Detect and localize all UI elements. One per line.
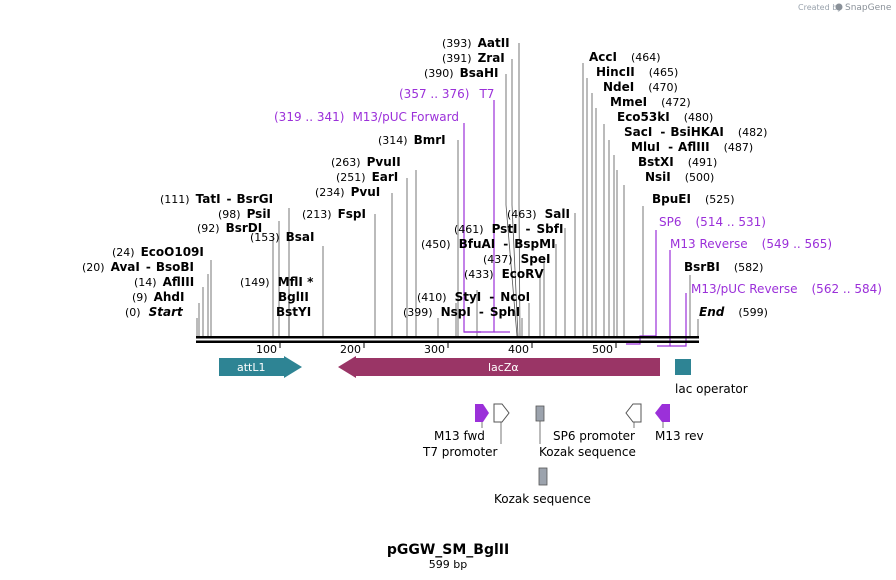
snapgene-logo-icon bbox=[835, 3, 843, 11]
enzyme-bmri: (314)BmrI bbox=[378, 133, 446, 147]
m13-rev-arrow-icon bbox=[655, 404, 670, 422]
lacz-feature bbox=[338, 356, 660, 378]
enzyme-bsrdi: (92)BsrDI bbox=[197, 221, 262, 235]
attl1-label: attL1 bbox=[237, 361, 266, 374]
enzyme-psti: (461)PstI-SbfI bbox=[454, 222, 563, 236]
enzyme-bsahi: (390)BsaHI bbox=[424, 66, 499, 80]
sp6-promoter-arrow-icon bbox=[625, 403, 642, 423]
primer-sp6: SP6(514 .. 531) bbox=[659, 215, 766, 229]
enzyme-start: (0)Start bbox=[125, 305, 184, 319]
enzyme-pvuii: (263)PvuII bbox=[331, 155, 401, 169]
enzyme-tati: (111)TatI-BsrGI bbox=[160, 192, 273, 206]
lac-operator-label: lac operator bbox=[675, 382, 748, 396]
enzyme-mmei: MmeI(472) bbox=[610, 95, 691, 109]
lac-operator-feature bbox=[675, 359, 691, 375]
enzyme-avai: (20)AvaI-BsoBI bbox=[82, 260, 194, 274]
enzyme-bsrbi: BsrBI(582) bbox=[684, 260, 763, 274]
t7-promoter-label: T7 promoter bbox=[422, 445, 498, 459]
ruler-tick: 400 bbox=[508, 343, 529, 356]
t7-promoter-arrow-icon bbox=[493, 403, 510, 423]
enzyme-pvui: (234)PvuI bbox=[315, 185, 380, 199]
enzyme-psii: (98)PsiI bbox=[218, 207, 271, 221]
kozak-sequence-feature bbox=[538, 467, 548, 486]
enzyme-end: End(599) bbox=[699, 305, 768, 319]
enzyme-zrai: (391)ZraI bbox=[442, 51, 505, 65]
features: attL1 lacZα lac operator M13 fwd T7 prom… bbox=[219, 356, 748, 506]
enzyme-hincii: HincII(465) bbox=[596, 65, 678, 79]
enzyme-ecorv: (433)EcoRV bbox=[464, 267, 544, 281]
kozak-sequence-label: Kozak sequence bbox=[539, 445, 636, 459]
enzyme-bstyi: BstYI bbox=[276, 305, 311, 319]
enzyme-sali: (463)SalI bbox=[507, 207, 570, 221]
enzyme-afliii-14: (14)AflIII bbox=[134, 275, 194, 289]
enzyme-nspi: (399)NspI-SphI bbox=[403, 305, 520, 319]
lacz-label: lacZα bbox=[488, 361, 519, 374]
credit-text: Created by bbox=[798, 3, 842, 12]
credit-brand: SnapGene bbox=[845, 3, 892, 13]
m13-fwd-arrow-icon bbox=[475, 404, 489, 422]
enzyme-bfuai: (450)BfuAI-BspMI bbox=[421, 237, 556, 251]
enzyme-eari: (251)EarI bbox=[336, 170, 398, 184]
enzyme-leader-lines bbox=[196, 43, 699, 337]
enzyme-ndei: NdeI(470) bbox=[603, 80, 678, 94]
enzyme-acci: AccI(464) bbox=[589, 50, 661, 64]
ruler: 100 200 300 400 500 bbox=[256, 343, 617, 356]
ruler-tick: 500 bbox=[592, 343, 613, 356]
enzyme-labels: (393)AatII (391)ZraI (390)BsaHI (314)Bmr… bbox=[82, 36, 768, 319]
kozak-sequence-label: Kozak sequence bbox=[494, 492, 591, 506]
primer-labels: (357 .. 376)T7 (319 .. 341)M13/pUC Forwa… bbox=[274, 87, 882, 296]
backbone bbox=[196, 336, 699, 343]
primer-m13-reverse: M13 Reverse(549 .. 565) bbox=[670, 237, 832, 251]
enzyme-bsai: (153)BsaI bbox=[250, 230, 314, 244]
enzyme-eco0109i: (24)EcoO109I bbox=[112, 245, 204, 259]
sp6-promoter-label: SP6 promoter bbox=[553, 429, 635, 443]
enzyme-fspi: (213)FspI bbox=[302, 207, 366, 221]
kozak-sequence-feature bbox=[535, 405, 545, 422]
primer-t7: (357 .. 376)T7 bbox=[399, 87, 494, 101]
ruler-tick: 100 bbox=[256, 343, 277, 356]
ruler-tick: 200 bbox=[340, 343, 361, 356]
enzyme-ahdi: (9)AhdI bbox=[132, 290, 184, 304]
enzyme-mlui: MluI-AflIII(487) bbox=[631, 140, 753, 154]
enzyme-spei: (437)SpeI bbox=[483, 252, 550, 266]
enzyme-bstxi: BstXI(491) bbox=[638, 155, 717, 169]
ruler-tick: 300 bbox=[424, 343, 445, 356]
enzyme-nsii: NsiI(500) bbox=[645, 170, 714, 184]
enzyme-styi: (410)StyI-NcoI bbox=[417, 290, 530, 304]
plasmid-title: pGGW_SM_BglII bbox=[387, 542, 509, 558]
primer-m13-puc-forward: (319 .. 341)M13/pUC Forward bbox=[274, 110, 459, 124]
enzyme-bglii: BglII bbox=[278, 290, 309, 304]
enzyme-mfli: (149)MflI * bbox=[240, 275, 314, 289]
credit: Created by SnapGene bbox=[798, 3, 892, 13]
plasmid-length: 599 bp bbox=[429, 558, 467, 571]
enzyme-saci: SacI-BsiHKAI(482) bbox=[624, 125, 767, 139]
m13-rev-label: M13 rev bbox=[655, 429, 704, 443]
m13-fwd-label: M13 fwd bbox=[434, 429, 485, 443]
enzyme-aatii: (393)AatII bbox=[442, 36, 510, 50]
primer-m13-puc-reverse: M13/pUC Reverse(562 .. 584) bbox=[691, 282, 882, 296]
enzyme-bpuei: BpuEI(525) bbox=[652, 192, 735, 206]
enzyme-eco53ki: Eco53kI(480) bbox=[617, 110, 713, 124]
attl1-feature bbox=[219, 356, 302, 378]
